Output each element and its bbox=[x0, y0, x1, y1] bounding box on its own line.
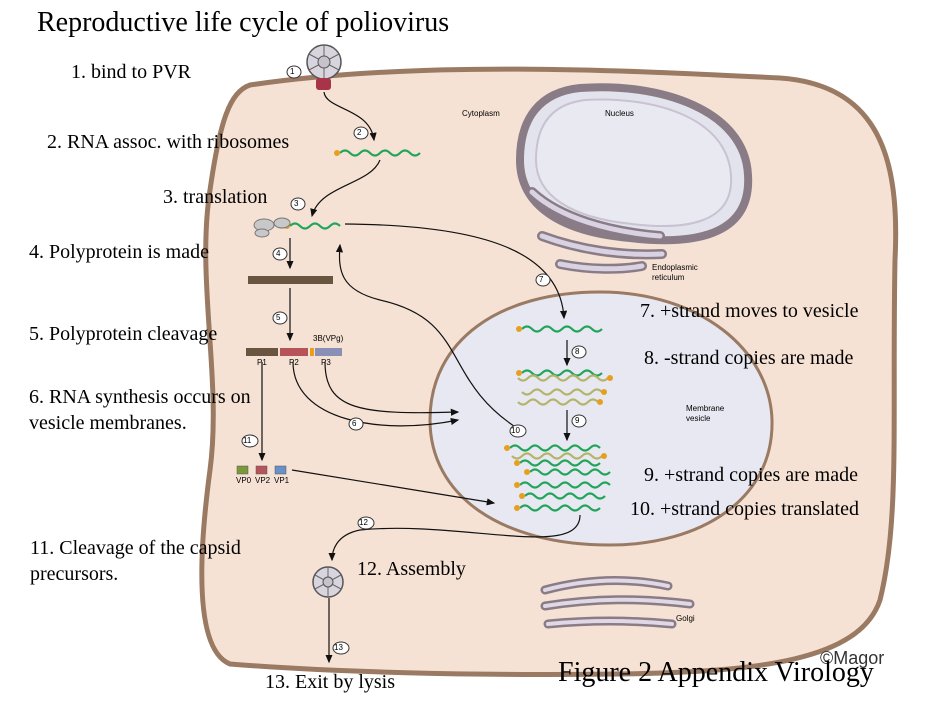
pvr-receptor bbox=[316, 78, 331, 90]
vesicle-label-2: vesicle bbox=[686, 414, 711, 423]
polyprotein-bar bbox=[248, 276, 333, 284]
step-6-label-line1: 6. RNA synthesis occurs on bbox=[29, 386, 251, 408]
vp0-box bbox=[236, 465, 249, 475]
marker-6: 6 bbox=[352, 419, 357, 428]
marker-2: 2 bbox=[357, 128, 362, 137]
vp1-label: VP1 bbox=[274, 476, 290, 485]
er-label-2: reticulum bbox=[652, 273, 685, 282]
step-11-label-line1: 11. Cleavage of the capsid bbox=[30, 537, 241, 559]
step-9-label: 9. +strand copies are made bbox=[644, 464, 858, 486]
vp2-box bbox=[255, 465, 268, 475]
rna-step3 bbox=[289, 222, 341, 230]
step-8-label: 8. -strand copies are made bbox=[644, 347, 854, 369]
step-4-label: 4. Polyprotein is made bbox=[29, 241, 209, 263]
nucleus-label: Nucleus bbox=[605, 109, 634, 118]
rna-caps bbox=[284, 150, 613, 511]
step-1-label: 1. bind to PVR bbox=[71, 61, 192, 83]
step-6-label-line2: vesicle membranes. bbox=[29, 412, 187, 434]
vesicle-label-1: Membrane bbox=[686, 404, 725, 413]
golgi-label: Golgi bbox=[676, 614, 695, 623]
step-10-label: 10. +strand copies translated bbox=[630, 498, 859, 520]
poliovirus-particle-assembled bbox=[312, 566, 344, 598]
step-markers bbox=[241, 65, 587, 655]
er-label-1: Endoplasmic bbox=[652, 263, 698, 272]
poliovirus-particle-top bbox=[306, 44, 342, 90]
diagram-title: Reproductive life cycle of poliovirus bbox=[37, 7, 450, 38]
step-2-label: 2. RNA assoc. with ribosomes bbox=[47, 131, 290, 153]
marker-1: 1 bbox=[290, 67, 295, 76]
marker-7: 7 bbox=[539, 275, 544, 284]
vpg-label: 3B(VPg) bbox=[313, 334, 344, 343]
step-3-label: 3. translation bbox=[163, 186, 268, 208]
step-12-label: 12. Assembly bbox=[357, 558, 466, 580]
marker-8: 8 bbox=[575, 347, 580, 356]
vp0-label: VP0 bbox=[236, 476, 252, 485]
step-11-label-line2: precursors. bbox=[30, 563, 119, 585]
marker-11: 11 bbox=[243, 436, 252, 445]
flow-arrows bbox=[258, 91, 581, 664]
vp1-box bbox=[274, 465, 287, 475]
marker-3: 3 bbox=[294, 199, 299, 208]
nucleus bbox=[515, 83, 753, 245]
p1-segment bbox=[246, 348, 278, 356]
marker-4: 4 bbox=[276, 249, 281, 258]
vp2-label: VP2 bbox=[255, 476, 271, 485]
ribosomes bbox=[253, 217, 291, 238]
marker-9: 9 bbox=[575, 416, 580, 425]
marker-13: 13 bbox=[334, 643, 343, 652]
marker-10: 10 bbox=[511, 426, 520, 435]
rna-vesicle-1 bbox=[521, 325, 603, 333]
step-13-label: 13. Exit by lysis bbox=[265, 671, 396, 693]
copyright-mark: ©Magor bbox=[820, 648, 885, 668]
p1-label: P1 bbox=[257, 358, 267, 367]
step-5-label: 5. Polyprotein cleavage bbox=[29, 323, 218, 345]
step-7-label: 7. +strand moves to vesicle bbox=[640, 300, 859, 322]
figure-caption: Figure 2 Appendix Virology bbox=[558, 657, 874, 688]
marker-12: 12 bbox=[359, 518, 368, 527]
p2-segment bbox=[280, 348, 308, 356]
rna-step2 bbox=[339, 149, 421, 157]
p3-segment bbox=[315, 348, 342, 356]
cytoplasm-label: Cytoplasm bbox=[462, 109, 500, 118]
p3-label: P3 bbox=[321, 358, 331, 367]
rna-strands bbox=[289, 149, 611, 512]
marker-5: 5 bbox=[276, 313, 281, 322]
membrane-vesicle bbox=[428, 290, 774, 547]
p2-label: P2 bbox=[289, 358, 299, 367]
vpg-segment bbox=[310, 348, 314, 356]
